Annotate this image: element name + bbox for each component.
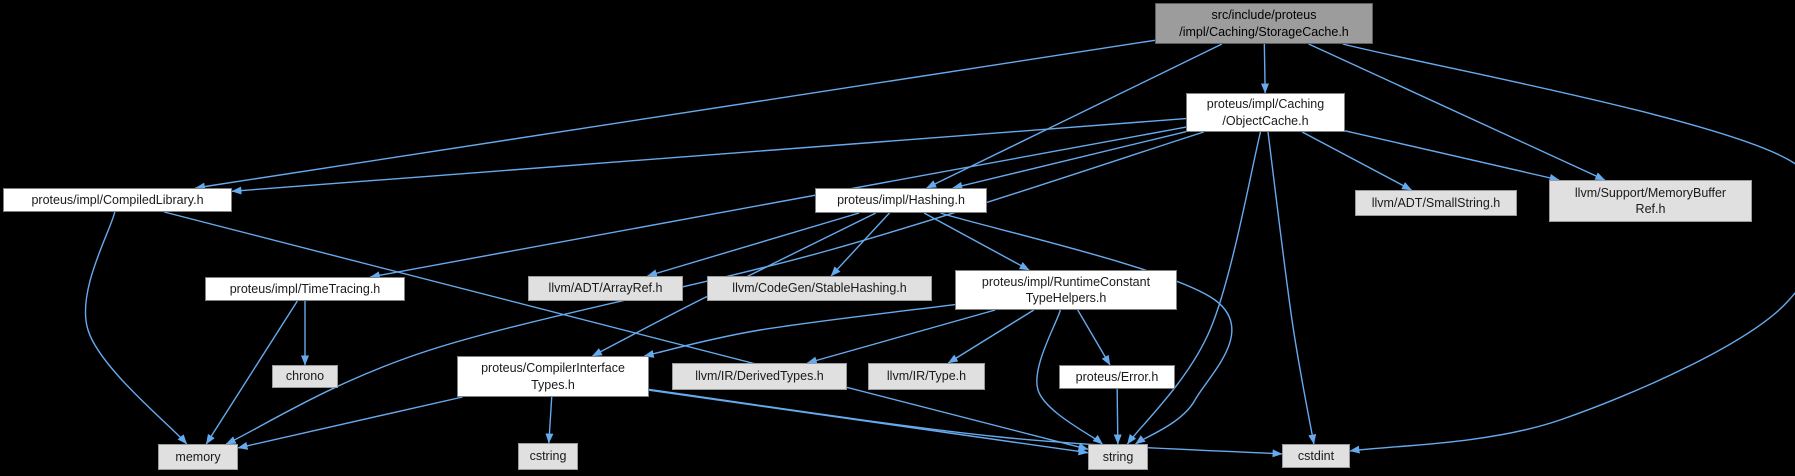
graph-node-label: src/include/proteus <box>1211 8 1317 22</box>
graph-node-storage-cache[interactable]: src/include/proteus/impl/Caching/Storage… <box>1155 3 1373 44</box>
edge-hashing-to-stable-hashing <box>830 212 890 277</box>
edge-compiled-library-to-memory <box>84 211 188 445</box>
graph-node-memory[interactable]: memory <box>158 444 238 470</box>
graph-node-label: string <box>1102 449 1134 464</box>
edge-storage-cache-to-memory-buffer-ref <box>1308 43 1606 181</box>
graph-node-label: proteus/impl/Hashing.h <box>837 193 965 208</box>
graph-node-label: chrono <box>285 369 325 384</box>
graph-node-cstring[interactable]: cstring <box>518 443 578 470</box>
graph-node-time-tracing[interactable]: proteus/impl/TimeTracing.h <box>205 277 405 301</box>
graph-node-string[interactable]: string <box>1088 444 1148 470</box>
graph-node-cstdint[interactable]: cstdint <box>1282 444 1350 468</box>
edge-compiler-interface-types-to-cstdint <box>648 388 1283 458</box>
graph-node-label: proteus/Error.h <box>1075 369 1159 384</box>
graph-node-label: proteus/impl/Caching <box>1206 97 1325 111</box>
graph-node-stable-hashing[interactable]: llvm/CodeGen/StableHashing.h <box>707 276 932 301</box>
edge-runtime-constant-type-helpers-to-error <box>1077 309 1111 366</box>
edge-object-cache-to-smallstring <box>1301 131 1412 191</box>
graph-node-label: llvm/ADT/ArrayRef.h <box>548 281 663 296</box>
edge-storage-cache-to-cstdint <box>1342 43 1795 454</box>
edge-storage-cache-to-object-cache <box>1261 43 1270 94</box>
graph-node-ir-type[interactable]: llvm/IR/Type.h <box>868 363 985 390</box>
graph-node-label: llvm/Support/MemoryBuffer <box>1574 185 1727 200</box>
graph-node-label: Ref.h <box>1635 202 1666 216</box>
edge-hashing-to-arrayref <box>646 212 860 278</box>
graph-node-label: TypeHelpers.h <box>1025 291 1107 305</box>
edge-object-cache-to-hashing <box>952 131 1187 190</box>
graph-node-chrono[interactable]: chrono <box>272 365 338 388</box>
edge-hashing-to-string <box>940 212 1233 445</box>
graph-node-label: llvm/IR/Type.h <box>886 369 967 384</box>
edge-object-cache-to-cstdint <box>1267 131 1317 445</box>
edge-object-cache-to-memory-buffer-ref <box>1344 130 1560 182</box>
graph-node-label: memory <box>175 449 221 464</box>
graph-node-label: Types.h <box>531 377 575 392</box>
graph-node-label: /impl/Caching/StorageCache.h <box>1179 24 1349 39</box>
graph-node-derived-types[interactable]: llvm/IR/DerivedTypes.h <box>672 363 847 390</box>
graph-node-label: proteus/CompilerInterface <box>481 361 625 375</box>
graph-node-object-cache[interactable]: proteus/impl/Caching/ObjectCache.h <box>1186 93 1345 132</box>
edge-runtime-constant-type-helpers-to-string <box>1036 309 1103 445</box>
graph-node-label: cstring <box>529 449 567 464</box>
edge-runtime-constant-type-helpers-to-derived-types <box>806 309 996 365</box>
edge-runtime-constant-type-helpers-to-compiler-interface-types <box>643 303 956 358</box>
graph-node-label: proteus/impl/CompiledLibrary.h <box>31 192 204 207</box>
edge-object-cache-to-string <box>1126 131 1262 445</box>
edge-hashing-to-compiler-interface-types <box>591 212 877 357</box>
graph-node-label: llvm/ADT/SmallString.h <box>1371 195 1501 210</box>
edge-time-tracing-to-memory <box>205 300 298 445</box>
graph-node-label: proteus/impl/TimeTracing.h <box>229 281 381 296</box>
graph-node-arrayref[interactable]: llvm/ADT/ArrayRef.h <box>528 276 683 301</box>
edge-compiler-interface-types-to-cstring <box>545 396 554 444</box>
edge-error-to-string <box>1113 388 1122 445</box>
graph-node-error[interactable]: proteus/Error.h <box>1059 365 1175 389</box>
graph-node-hashing[interactable]: proteus/impl/Hashing.h <box>815 188 987 213</box>
edge-runtime-constant-type-helpers-to-ir-type <box>947 309 1035 364</box>
graph-node-label: llvm/IR/DerivedTypes.h <box>695 369 824 384</box>
edge-compiler-interface-types-to-memory <box>237 396 463 450</box>
edge-compiled-library-to-string <box>164 211 1089 451</box>
graph-node-compiled-library[interactable]: proteus/impl/CompiledLibrary.h <box>3 188 232 212</box>
edge-hashing-to-runtime-constant-type-helpers <box>923 212 1030 271</box>
graph-node-label: /ObjectCache.h <box>1222 113 1309 128</box>
edge-storage-cache-to-hashing <box>926 43 1223 189</box>
edge-object-cache-to-time-tracing <box>369 126 1187 280</box>
graph-node-smallstring[interactable]: llvm/ADT/SmallString.h <box>1355 190 1517 216</box>
edge-object-cache-to-compiled-library <box>231 117 1187 195</box>
edge-storage-cache-to-compiled-library <box>194 39 1156 191</box>
graph-node-label: cstdint <box>1297 448 1335 463</box>
graph-node-label: proteus/impl/RuntimeConstant <box>981 274 1151 289</box>
graph-node-label: llvm/CodeGen/StableHashing.h <box>732 281 907 296</box>
